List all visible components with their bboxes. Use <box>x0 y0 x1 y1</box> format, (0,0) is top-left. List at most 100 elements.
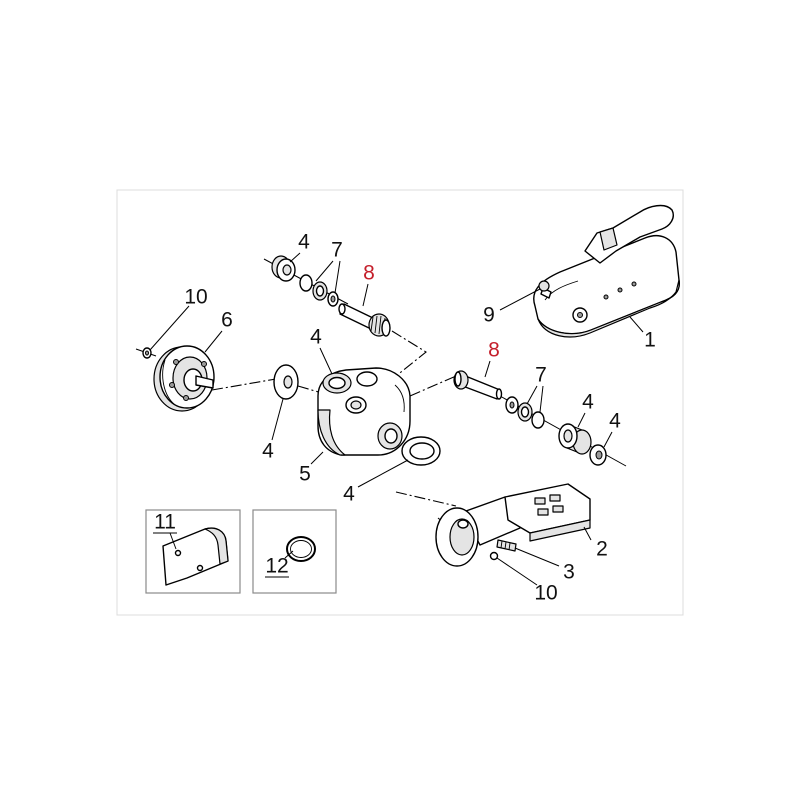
part-10-washer-left <box>142 347 152 359</box>
callout-7-right: 7 <box>535 364 547 387</box>
housing-side-bearing-inner <box>384 428 398 444</box>
part-1-coupling-head <box>533 204 680 338</box>
callout-12: 12 <box>265 555 288 578</box>
knob-9-head <box>538 280 550 292</box>
callout-4-lower-washer: 4 <box>343 483 355 506</box>
top-cage-7-a <box>299 274 313 292</box>
callout-8-top: 8 <box>363 262 375 285</box>
callout-10-right: 10 <box>534 582 557 605</box>
part-6-rim-shade <box>162 359 176 406</box>
part-6-flange <box>153 345 215 412</box>
washer-4-left-hole <box>283 375 293 389</box>
part-12-ring-inner <box>290 540 312 558</box>
inset-box-11 <box>145 509 241 594</box>
coupling-hole-1 <box>603 294 609 300</box>
callout-4-top: 4 <box>298 231 310 254</box>
bracket-plate-edge <box>529 519 591 542</box>
housing-edge-line <box>394 384 405 413</box>
leader-12 <box>284 550 294 559</box>
leader-6 <box>204 330 223 353</box>
leader-10-left <box>149 305 190 351</box>
leader-10-right <box>496 557 538 586</box>
callout-4-left-washer: 4 <box>262 440 274 463</box>
leader-7-top-a <box>315 260 334 282</box>
right-ring-4-hole <box>595 450 603 460</box>
leader-1 <box>629 316 644 333</box>
leader-4-right-bearing <box>577 412 586 428</box>
leader-3 <box>514 547 560 567</box>
washer-4-lower-hole <box>409 442 435 460</box>
bolt-3-thread <box>500 540 511 551</box>
bolt-3-body <box>496 539 517 552</box>
leader-4-left-washer <box>271 398 284 441</box>
right-pin-8-tip <box>495 388 503 400</box>
centerline-housing-to-brake <box>395 491 457 507</box>
right-bearing-stack <box>505 396 607 466</box>
leader-7-right-a <box>526 385 538 405</box>
brake-disc-hub <box>457 519 469 529</box>
inset-box-12 <box>252 509 337 594</box>
leader-4-top <box>289 252 301 263</box>
leader-7-top-b <box>334 260 341 294</box>
callout-8-right: 8 <box>488 339 500 362</box>
leader-4-right-ring <box>603 431 613 448</box>
callout-11: 11 <box>154 511 176 534</box>
callout-7-top: 7 <box>331 239 343 262</box>
top-pin-8-head-face <box>381 319 391 337</box>
callout-labels: 4 7 8 10 6 9 1 4 8 7 4 4 4 5 4 11 12 2 3… <box>153 231 656 605</box>
part-11-hole-1 <box>174 549 182 557</box>
part-6-shaft <box>195 375 214 389</box>
callout-4-housing-top: 4 <box>310 326 322 349</box>
right-cage-7-b-inner <box>520 406 530 418</box>
part-6-bolt-3 <box>183 395 189 401</box>
leader-4-lower-washer <box>357 459 409 488</box>
part-8-pin-right <box>453 370 503 400</box>
leader-11 <box>169 532 177 550</box>
top-pin-8-tip <box>338 303 346 315</box>
top-cage-7-c-inner <box>330 295 336 303</box>
part-11-cover-fold <box>204 527 229 565</box>
part-11-hole-2 <box>196 564 204 572</box>
part-9-knob <box>538 280 552 299</box>
callout-1: 1 <box>644 329 656 352</box>
inset-12-frame <box>252 509 337 594</box>
part-10-washer-right <box>489 551 499 561</box>
leader-8-top <box>362 283 369 307</box>
leader-lines <box>149 252 644 586</box>
part-6-bolt-4 <box>201 361 207 367</box>
top-cage-7-b-inner <box>315 285 325 297</box>
right-pin-8-head-face <box>454 371 462 387</box>
callout-3: 3 <box>563 561 575 584</box>
centerline-top-pin-to-housing <box>385 330 427 385</box>
part-10-right-washer <box>489 551 499 561</box>
housing-front-bore-inner <box>350 400 362 410</box>
part-2-brake-bracket <box>435 483 591 567</box>
washer-4-lower <box>401 436 441 466</box>
callout-4-right-ring: 4 <box>609 410 621 433</box>
leader-9 <box>499 288 541 311</box>
right-bearing-4-hole <box>563 429 573 443</box>
leader-2 <box>583 526 592 541</box>
coupling-hole-3 <box>631 281 637 287</box>
callout-10-left: 10 <box>184 286 207 309</box>
part-10-left-washer-hole <box>145 350 149 356</box>
callout-5: 5 <box>299 463 311 486</box>
diagram-frame <box>116 189 684 616</box>
top-bearing-stack <box>271 255 339 307</box>
leader-8-right <box>484 360 491 378</box>
coupling-body-shade <box>537 279 680 338</box>
top-pin-8-knurl <box>370 315 386 335</box>
leader-7-right-b <box>539 385 544 413</box>
right-cage-7-a-inner <box>509 401 515 409</box>
centerline-flange-to-housing <box>211 378 277 391</box>
part-8-pin-top <box>338 303 391 337</box>
callout-2: 2 <box>596 538 608 561</box>
callout-9: 9 <box>483 304 495 327</box>
part-3-bolt <box>496 539 517 552</box>
washer-4-left <box>273 364 299 400</box>
bracket-plate-slot-3 <box>537 508 549 516</box>
housing-top-bore <box>356 371 378 387</box>
centerline-housing-to-right-pin <box>409 375 457 397</box>
part-6-bolt-1 <box>173 359 179 365</box>
housing-side-shade <box>317 409 346 456</box>
